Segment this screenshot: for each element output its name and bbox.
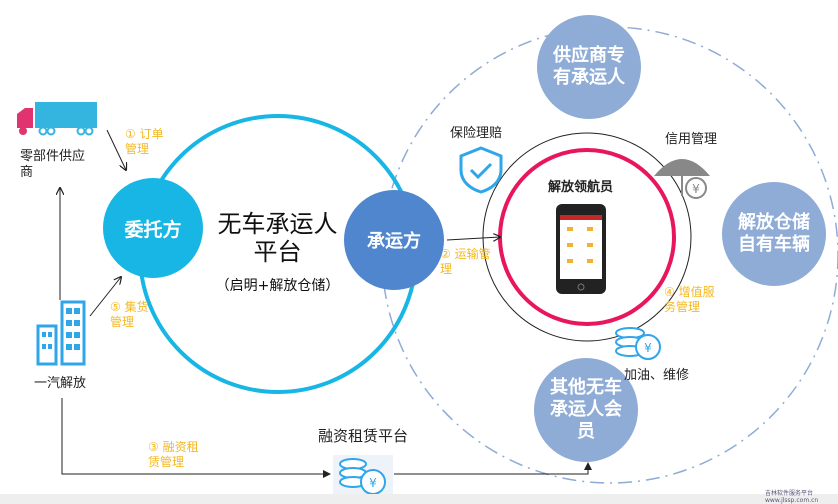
coins-yuan-icon: ¥ — [615, 327, 661, 360]
platform-title: 无车承运人 平台 （启明+解放仓储） — [205, 210, 350, 300]
platform-subtitle: （启明+解放仓储） — [215, 278, 340, 294]
step-leasing: ③ 融资租赁管理 — [148, 440, 199, 469]
watermark: 吉林软件服务平台 www.jlssp.com.cn — [765, 490, 819, 504]
platform-title-line2: 平台 — [253, 238, 302, 266]
node-other-members[interactable]: 其他无车承运人会员 — [534, 358, 638, 462]
step-value-added: ④ 增值服务管理 — [664, 285, 715, 314]
platform-title-line1: 无车承运人 — [217, 210, 338, 238]
node-carrier[interactable]: 承运方 — [344, 190, 444, 290]
step-transport: ② 运输管理 — [440, 247, 491, 276]
node-faw-own-fleet[interactable]: 解放仓储自有车辆 — [722, 182, 826, 286]
app-outer-ring — [482, 132, 692, 342]
step-collect: ⑤ 集货管理 — [110, 300, 149, 329]
bottom-bar — [0, 494, 838, 504]
truck-icon — [17, 102, 97, 136]
leasing-platform-label: 融资租赁平台 — [318, 427, 409, 445]
credit-label: 信用管理 — [665, 132, 718, 147]
svg-text:¥: ¥ — [692, 182, 700, 196]
arrow-order — [106, 129, 126, 170]
building-icon — [36, 300, 86, 366]
node-consignor[interactable]: 委托方 — [103, 178, 203, 278]
insurance-label: 保险理赔 — [450, 126, 503, 141]
faw-label: 一汽解放 — [34, 376, 87, 391]
phone-icon — [556, 204, 606, 294]
line-faw-to-leasing — [61, 398, 331, 478]
arrow-collect — [89, 277, 121, 317]
umbrella-yuan-icon: ¥ — [654, 159, 710, 199]
shield-check-icon — [459, 146, 503, 194]
line-leasing-to-members — [394, 462, 592, 475]
supplier-label: 零部件供应商 — [20, 149, 86, 180]
svg-text:¥: ¥ — [644, 341, 652, 355]
step-order: ① 订单管理 — [125, 127, 164, 156]
arrow-transport — [446, 237, 500, 240]
svg-text:¥: ¥ — [369, 476, 377, 490]
app-name: 解放领航员 — [548, 180, 614, 195]
fuel-repair-label: 加油、维修 — [624, 368, 690, 383]
coins-yuan-icon: ¥ — [333, 455, 393, 495]
node-supplier-carrier[interactable]: 供应商专有承运人 — [537, 15, 641, 119]
